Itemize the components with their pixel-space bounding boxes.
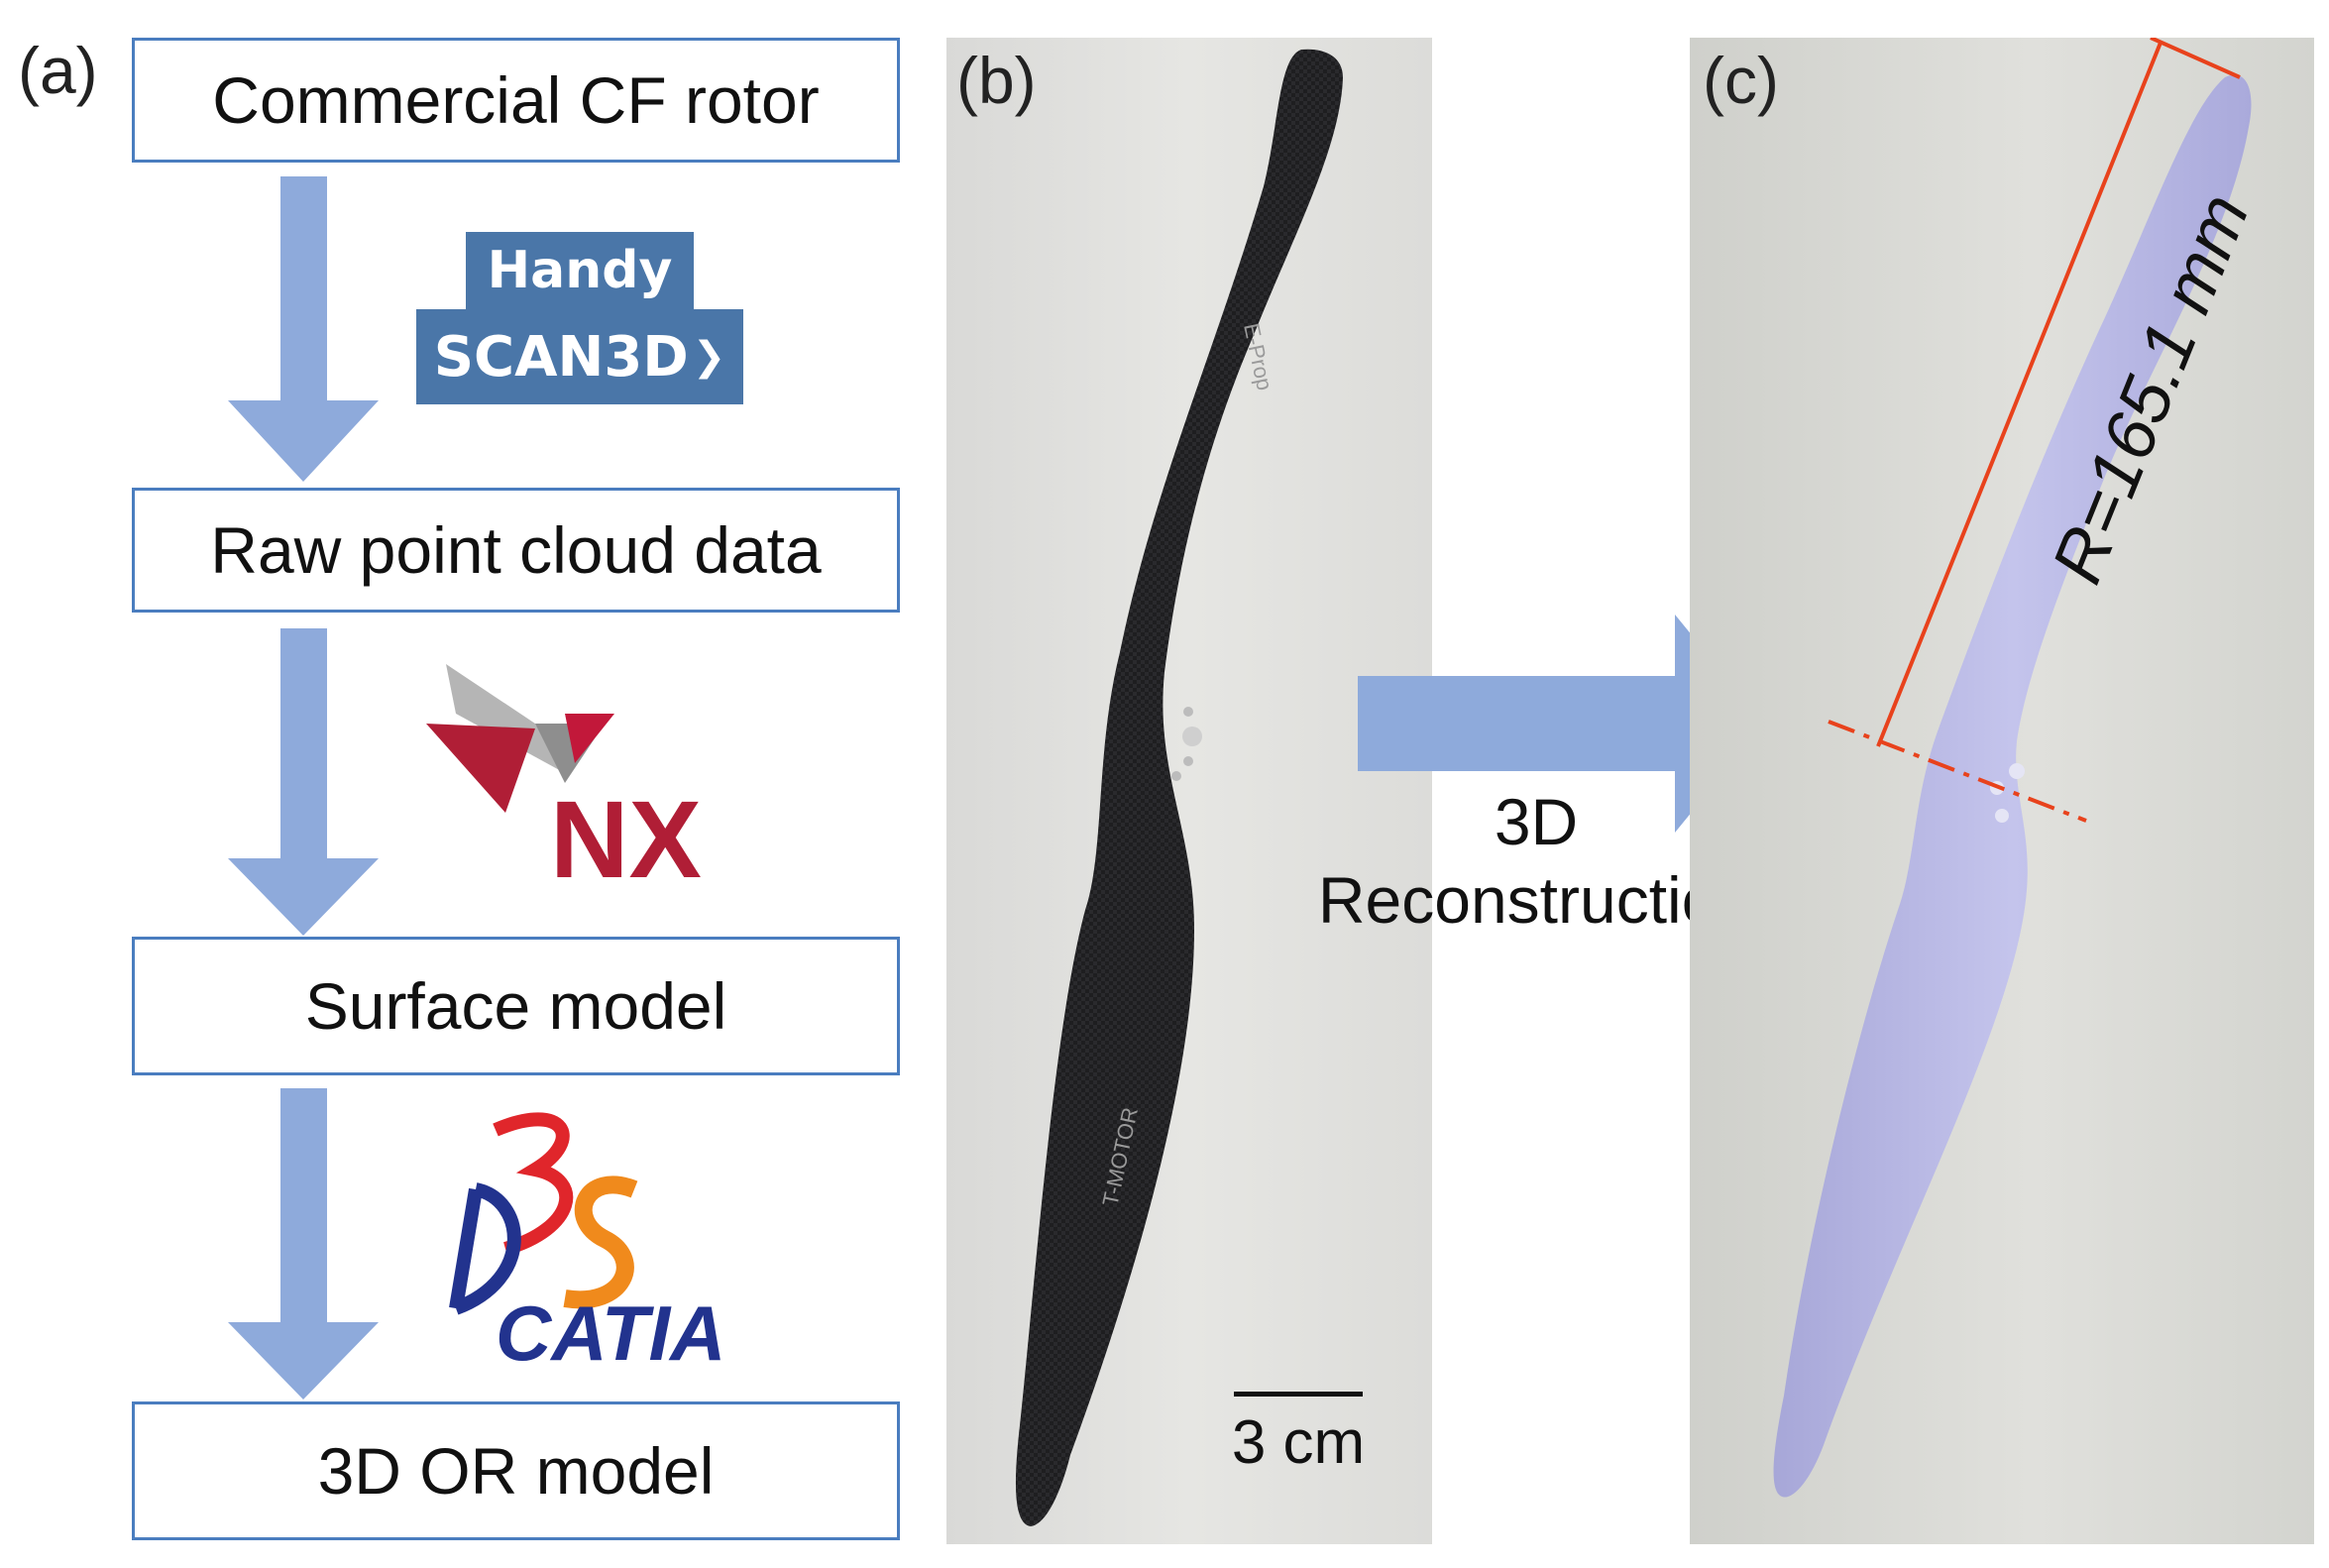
step-surface-model: Surface model bbox=[132, 937, 900, 1075]
panel-c-label: (c) bbox=[1703, 44, 1779, 117]
step-raw-point-cloud: Raw point cloud data bbox=[132, 488, 900, 613]
flow-arrow-2 bbox=[228, 628, 379, 936]
step-label: Raw point cloud data bbox=[210, 513, 822, 587]
nx-logo-text: NX bbox=[550, 779, 702, 892]
catia-logo-text: CATIA bbox=[496, 1289, 726, 1368]
step-label: Surface model bbox=[304, 969, 727, 1043]
flow-arrow-1 bbox=[228, 176, 379, 482]
rotor-hub-hole-small bbox=[1183, 707, 1193, 717]
rotor-hub-hole-small bbox=[1171, 771, 1181, 781]
rotor-3d-blade bbox=[1773, 74, 2252, 1498]
radius-dimension-line bbox=[1876, 42, 2163, 747]
handyscan-logo: Handy bbox=[466, 232, 694, 309]
radius-extension-hub bbox=[1828, 720, 2087, 823]
catia-logo-orange-stroke bbox=[563, 1176, 638, 1309]
flow-arrows bbox=[228, 176, 379, 1400]
handyscan-line1: Handy bbox=[487, 241, 673, 300]
rotor-hub-hole-small bbox=[1183, 756, 1193, 766]
step-label: Commercial CF rotor bbox=[212, 63, 820, 137]
scale-bar-line bbox=[1234, 1392, 1363, 1397]
handyscan-logo-lower: SCAN3D ❯ bbox=[416, 309, 743, 404]
step-commercial-cf-rotor: Commercial CF rotor bbox=[132, 38, 900, 163]
scale-bar-label: 3 cm bbox=[1231, 1408, 1366, 1477]
reconstruction-arrow bbox=[1358, 615, 1764, 833]
rotor-hub-hole bbox=[1182, 727, 1202, 746]
nx-logo-mark-red-2 bbox=[565, 714, 614, 763]
nx-logo: NX bbox=[426, 664, 702, 892]
flow-arrow-3 bbox=[228, 1088, 379, 1400]
photo-background bbox=[946, 38, 1432, 1544]
caption-line-2: Reconstruction bbox=[1317, 863, 1755, 938]
catia-logo-blue-stroke bbox=[449, 1182, 521, 1315]
panel-b-label: (b) bbox=[956, 44, 1037, 117]
catia-logo: CATIA bbox=[449, 1112, 726, 1368]
catia-logo-red-stroke bbox=[493, 1112, 574, 1256]
cf-rotor-blade bbox=[1015, 49, 1343, 1527]
radius-extension-top bbox=[2150, 38, 2241, 79]
handyscan-line2: SCAN3D bbox=[433, 324, 689, 390]
panel-a-label: (a) bbox=[18, 34, 98, 107]
caption-line-1: 3D bbox=[1494, 785, 1579, 858]
model-hub-hole bbox=[1995, 809, 2009, 823]
nx-logo-mark-grey bbox=[446, 664, 565, 773]
step-3d-or-model: 3D OR model bbox=[132, 1401, 900, 1540]
model-hub-hole bbox=[2009, 763, 2025, 779]
reconstruction-caption: 3D Reconstruction bbox=[1239, 783, 1833, 940]
nx-logo-mark-red bbox=[426, 724, 535, 813]
chevron-right-icon: ❯ bbox=[692, 334, 726, 380]
carbon-fiber-rotor-photo: E-Prop T-MOTOR bbox=[1015, 49, 1343, 1527]
step-label: 3D OR model bbox=[317, 1434, 715, 1508]
blade-mark-top: E-Prop bbox=[1239, 321, 1277, 392]
rotor-3d-model: R=165.1 mm bbox=[1773, 38, 2265, 1498]
